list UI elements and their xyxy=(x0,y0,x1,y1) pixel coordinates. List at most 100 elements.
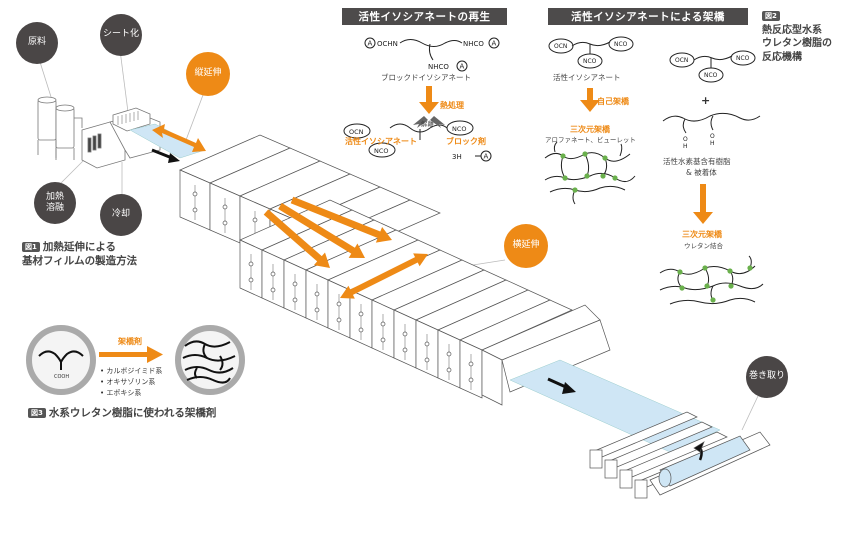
label-text: 冷却 xyxy=(111,209,130,220)
oven-knob xyxy=(192,207,198,213)
oven-knob xyxy=(468,377,474,383)
extruder-unit xyxy=(81,107,161,169)
oven-knob xyxy=(402,331,408,337)
nco-ellipse-right xyxy=(608,36,634,52)
oven-knob xyxy=(252,217,258,223)
nco-ellipse-right xyxy=(446,120,474,136)
oven-knob xyxy=(446,367,452,373)
label-md-stretch: 縦延伸 xyxy=(186,52,230,96)
resin-branch-1 xyxy=(682,118,687,134)
crosslink-node xyxy=(710,297,716,303)
tenter-oven xyxy=(179,134,611,406)
crosslink-node xyxy=(572,187,578,193)
crosslinker-item: • エポキシ系 xyxy=(100,389,142,397)
caption-text: 水系ウレタン樹脂に使われる架橋剤 xyxy=(48,407,217,419)
oven-knob xyxy=(336,301,342,307)
blocking-agent-label: ブロック剤 xyxy=(446,137,486,146)
nco-text: NCO xyxy=(736,55,750,62)
oven-knob xyxy=(424,357,430,363)
crosslinker-item: • カルボジイミド系 xyxy=(100,367,163,375)
oven-knob xyxy=(314,291,320,297)
crosslink-node xyxy=(612,175,618,181)
ocn-text: OCN xyxy=(349,128,364,136)
oven-knob xyxy=(358,327,364,333)
oven-knob xyxy=(468,361,474,367)
oven-knob xyxy=(380,337,386,343)
label-text: 縦延伸 xyxy=(194,68,222,79)
regeneration-diagram: A OCHN NHCO A NHCO A OCN NCO NCO 3H A xyxy=(343,37,500,162)
blocking-formula: 3H xyxy=(452,153,462,161)
oven-knob xyxy=(402,347,408,353)
td-arrow-1 xyxy=(263,209,330,268)
oven-knob xyxy=(292,281,298,287)
a-symbol: A xyxy=(484,153,489,161)
rotation-arrow-head xyxy=(693,441,705,453)
a-circle-right xyxy=(488,37,500,49)
three-d-crosslink-label-2: 三次元架橋 xyxy=(682,230,722,239)
crosslinker-item: • オキサゾリン系 xyxy=(100,378,156,386)
urethane-bond-label: ウレタン結合 xyxy=(684,242,723,250)
label-line: 溶融 xyxy=(45,203,64,213)
nhco-text: NHCO xyxy=(428,63,449,71)
label-line: 加熱 xyxy=(45,191,64,202)
raw-material-tanks xyxy=(37,96,83,160)
td-arrow-4 xyxy=(340,253,428,299)
crosslink-node xyxy=(562,175,568,181)
roller-bracket xyxy=(589,449,603,469)
film-strip-exit xyxy=(509,359,721,453)
oven-knob xyxy=(446,351,452,357)
td-arrow-3 xyxy=(290,196,392,243)
allophanate-label: アロファネート、ビューレット xyxy=(545,136,636,144)
crosslink-node xyxy=(560,153,566,159)
oven-knob xyxy=(248,261,254,267)
crosslink-network-2 xyxy=(659,255,764,305)
label-text: 横延伸 xyxy=(512,240,540,251)
nhco-text: NHCO xyxy=(463,40,484,48)
crosslinker-diagram: COOH xyxy=(26,325,245,395)
plus-sign: + xyxy=(701,94,710,107)
crosslinker-label: 架橋剤 xyxy=(118,337,142,346)
network-1-nodes xyxy=(560,151,618,193)
label-cooling: 冷却 xyxy=(100,194,142,236)
a-symbol: A xyxy=(460,63,465,71)
flow-arrow-1 xyxy=(151,148,180,163)
label-winding: 巻き取り xyxy=(746,356,788,398)
oven-knob xyxy=(222,204,228,210)
crosslink-diagram: OCN NCO NCO OCN NCO NCO O H O H + xyxy=(544,36,764,305)
nco-text: NCO xyxy=(614,41,628,48)
label-raw-material: 原料 xyxy=(16,22,58,64)
a-symbol: A xyxy=(368,40,373,48)
crosslinker-item-text: オキサゾリン系 xyxy=(106,378,156,386)
crosslink-node xyxy=(679,285,685,291)
oven-knob xyxy=(192,191,198,197)
ocn-ellipse xyxy=(343,123,371,139)
regeneration-header: 活性イソシアネートの再生 xyxy=(342,8,507,25)
oven-knob xyxy=(336,317,342,323)
nco-text: NCO xyxy=(452,125,467,133)
resin-chain xyxy=(662,112,761,122)
caption-line: 加熱延伸による xyxy=(42,241,117,253)
crosslink-node xyxy=(602,155,608,161)
urethane-arrow xyxy=(693,184,713,224)
a-symbol: A xyxy=(492,40,497,48)
roller-bracket xyxy=(604,459,618,479)
figure1-badge: 図1 xyxy=(22,242,40,252)
crosslinked-network-icon xyxy=(182,340,236,384)
resin-branch-2 xyxy=(710,115,714,131)
active-isocyanate-label: 活性イソシアネート xyxy=(553,73,621,82)
oven-knob xyxy=(270,271,276,277)
oven-knob xyxy=(380,321,386,327)
label-td-stretch: 横延伸 xyxy=(504,224,548,268)
caption-line: 熱反応型水系 xyxy=(762,24,822,36)
oven-knob xyxy=(248,277,254,283)
md-stretch-arrow xyxy=(152,124,206,152)
resin-label-line1: 活性水素基含有樹脂 xyxy=(663,157,731,166)
nco-ellipse-bottom xyxy=(577,53,603,69)
crosslink-node xyxy=(727,268,733,274)
blocked-isocyanate-label: ブロックドイソシアネート xyxy=(381,73,471,82)
roller-bracket xyxy=(619,469,633,489)
oven-knob xyxy=(314,307,320,313)
